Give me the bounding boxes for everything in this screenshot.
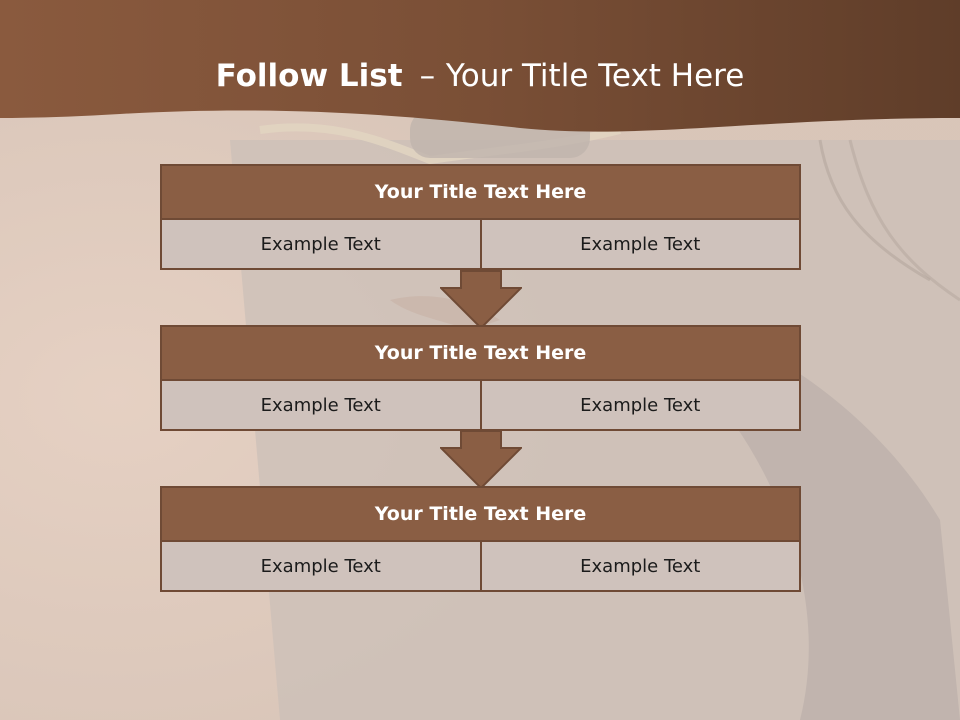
step-2-right-text: Example Text <box>481 381 801 431</box>
slide-title: Follow List – Your Title Text Here <box>0 52 960 100</box>
step-row-1: Example Text Example Text <box>160 220 801 270</box>
title-dash: – <box>419 58 436 94</box>
step-3-right-text: Example Text <box>481 542 801 592</box>
step-1-right-text: Example Text <box>481 220 801 270</box>
step-block-2: Your Title Text Here Example Text Exampl… <box>160 325 801 431</box>
down-arrow-2-icon <box>440 430 522 490</box>
step-row-2: Example Text Example Text <box>160 381 801 431</box>
title-bold: Follow List <box>215 58 403 94</box>
step-title-3: Your Title Text Here <box>160 486 801 542</box>
step-block-1: Your Title Text Here Example Text Exampl… <box>160 164 801 270</box>
title-banner <box>0 0 960 132</box>
step-1-left-text: Example Text <box>160 220 482 270</box>
step-block-3: Your Title Text Here Example Text Exampl… <box>160 486 801 592</box>
step-title-1: Your Title Text Here <box>160 164 801 220</box>
step-2-left-text: Example Text <box>160 381 482 431</box>
down-arrow-1-icon <box>440 270 522 330</box>
step-3-left-text: Example Text <box>160 542 482 592</box>
title-rest: Your Title Text Here <box>445 58 745 94</box>
step-title-2: Your Title Text Here <box>160 325 801 381</box>
step-row-3: Example Text Example Text <box>160 542 801 592</box>
